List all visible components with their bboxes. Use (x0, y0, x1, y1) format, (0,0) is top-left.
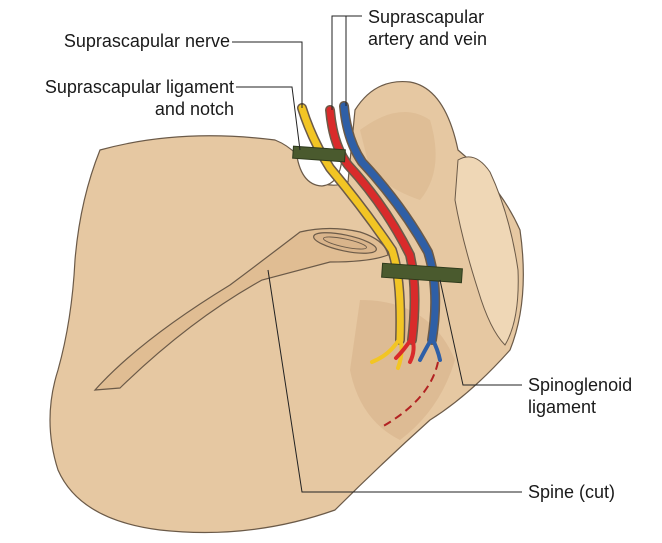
label-spinoglenoid: Spinoglenoid ligament (528, 374, 632, 418)
leader-nerve (232, 42, 302, 108)
label-vessels-line2: artery and vein (368, 28, 487, 50)
label-ligament-line2: and notch (45, 98, 234, 120)
label-spinoglenoid-line2: ligament (528, 396, 632, 418)
label-spine-cut: Spine (cut) (528, 481, 615, 503)
label-suprascapular-nerve: Suprascapular nerve (64, 30, 230, 52)
label-vessels-line1: Suprascapular (368, 6, 487, 28)
scapula-body (50, 82, 523, 533)
label-spinoglenoid-line1: Spinoglenoid (528, 374, 632, 396)
label-ligament-line1: Suprascapular ligament (45, 76, 234, 98)
label-ligament-notch: Suprascapular ligament and notch (45, 76, 234, 120)
label-suprascapular-vessels: Suprascapular artery and vein (368, 6, 487, 50)
leader-vessels (332, 16, 362, 110)
